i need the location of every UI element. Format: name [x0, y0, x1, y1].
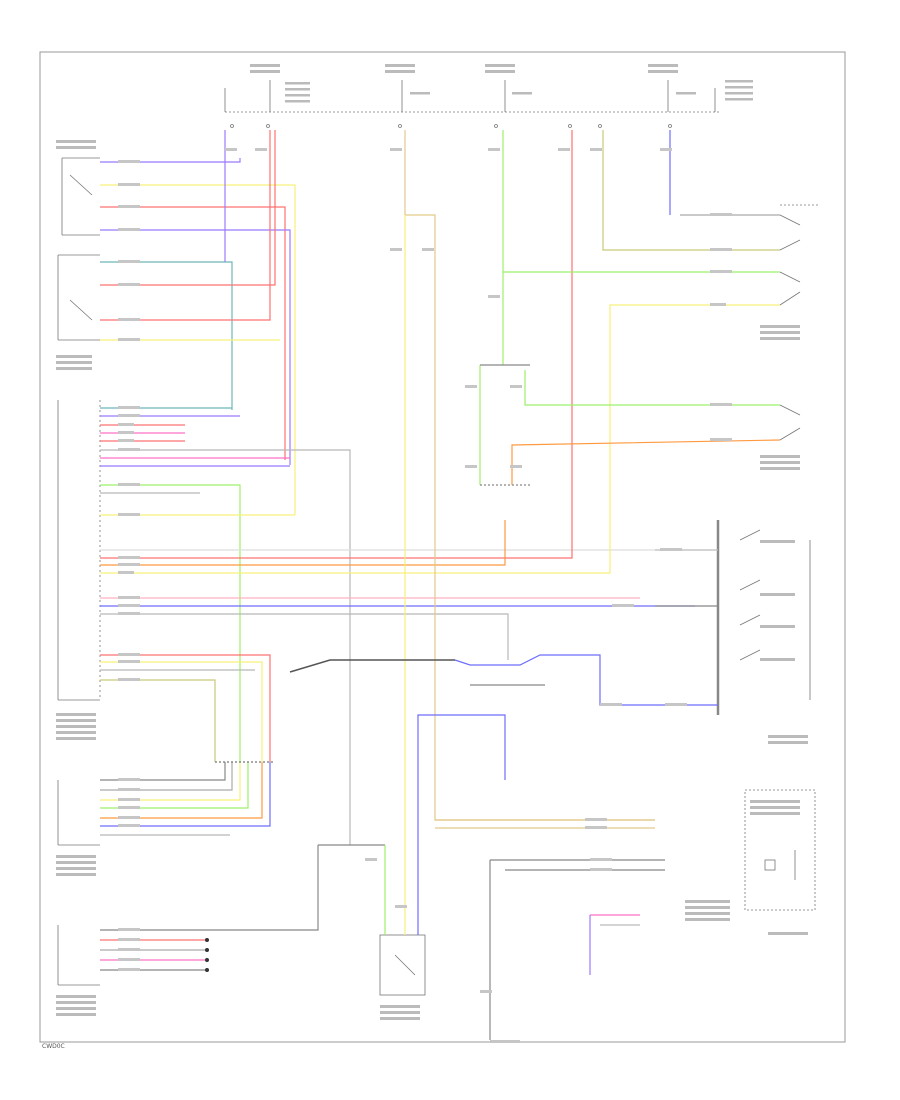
cruise-switch — [56, 254, 100, 370]
wires-ecm — [100, 130, 780, 845]
wires-tcm — [100, 845, 319, 972]
diagram-frame — [39, 51, 846, 1043]
neutral-position-switch — [379, 934, 426, 1020]
wires-cruise-switch — [100, 130, 280, 410]
stoplight-switch — [760, 204, 820, 340]
cruise-control-switch — [716, 520, 811, 744]
fuse-block-area — [224, 80, 720, 128]
ground-area-right — [489, 859, 665, 1040]
wires-tps — [100, 761, 275, 836]
electronic-throttle-position-sensor — [56, 780, 100, 876]
dimmer-control-block — [685, 789, 816, 935]
wire-color-labels — [118, 148, 732, 1043]
engine-control-module — [56, 400, 101, 740]
wires-throttle — [100, 158, 296, 515]
diagram-code: CWD0C — [42, 1043, 65, 1050]
fuse-labels — [250, 64, 753, 103]
clutch-switch — [760, 404, 801, 470]
electronic-throttle-control-module — [56, 140, 100, 236]
wires-vertical-feeds — [404, 130, 781, 870]
transmission-control-module — [56, 925, 100, 1016]
center-bottom-wires — [318, 714, 655, 935]
